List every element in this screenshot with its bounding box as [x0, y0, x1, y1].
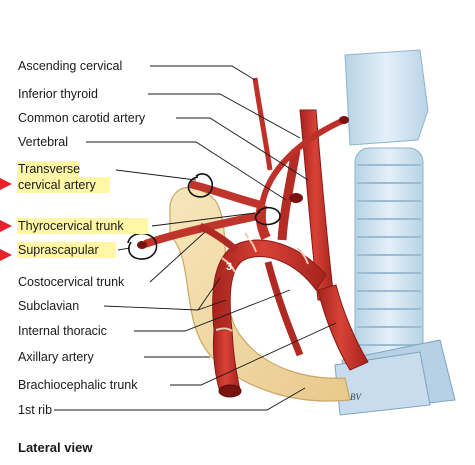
artist-signature: BV	[350, 392, 362, 402]
red-arrow-icon-1	[0, 178, 12, 190]
highlight-transverse	[17, 161, 79, 177]
label-internal-thoracic: Internal thoracic	[18, 324, 107, 338]
label-axillary-artery: Axillary artery	[18, 350, 94, 364]
annotation-circle-thyrocervical	[254, 206, 281, 226]
red-arrow-icon-3	[0, 249, 12, 261]
label-inferior-thyroid: Inferior thyroid	[18, 87, 98, 101]
label-common-carotid: Common carotid artery	[18, 111, 146, 125]
highlight-thyrocervical	[17, 218, 148, 234]
segment-number-2: 2	[247, 231, 253, 243]
segment-number-3: 3	[226, 261, 232, 273]
highlight-suprascapular	[17, 242, 116, 258]
trachea	[334, 49, 456, 416]
red-arrow-icon-2	[0, 220, 12, 232]
label-costocervical-trunk: Costocervical trunk	[18, 275, 125, 289]
label-ascending-cervical: Ascending cervical	[18, 59, 122, 73]
label-first-rib: 1st rib	[18, 403, 52, 417]
segment-number-1: 1	[307, 247, 313, 259]
leader-lines	[54, 65, 337, 411]
caption-lateral-view: Lateral view	[18, 440, 93, 455]
annotation-circle-transverse	[187, 173, 214, 198]
highlight-cervical-artery	[17, 177, 110, 193]
label-vertebral: Vertebral	[18, 135, 68, 149]
label-brachiocephalic-trunk: Brachiocephalic trunk	[18, 378, 138, 392]
label-cervical-artery: cervical artery	[18, 178, 97, 192]
arteries	[137, 77, 369, 398]
label-suprascapular: Suprascapular	[18, 243, 99, 257]
label-subclavian: Subclavian	[18, 299, 79, 313]
label-transverse: Transverse	[18, 162, 80, 176]
label-thyrocervical-trunk: Thyrocervical trunk	[18, 219, 124, 233]
